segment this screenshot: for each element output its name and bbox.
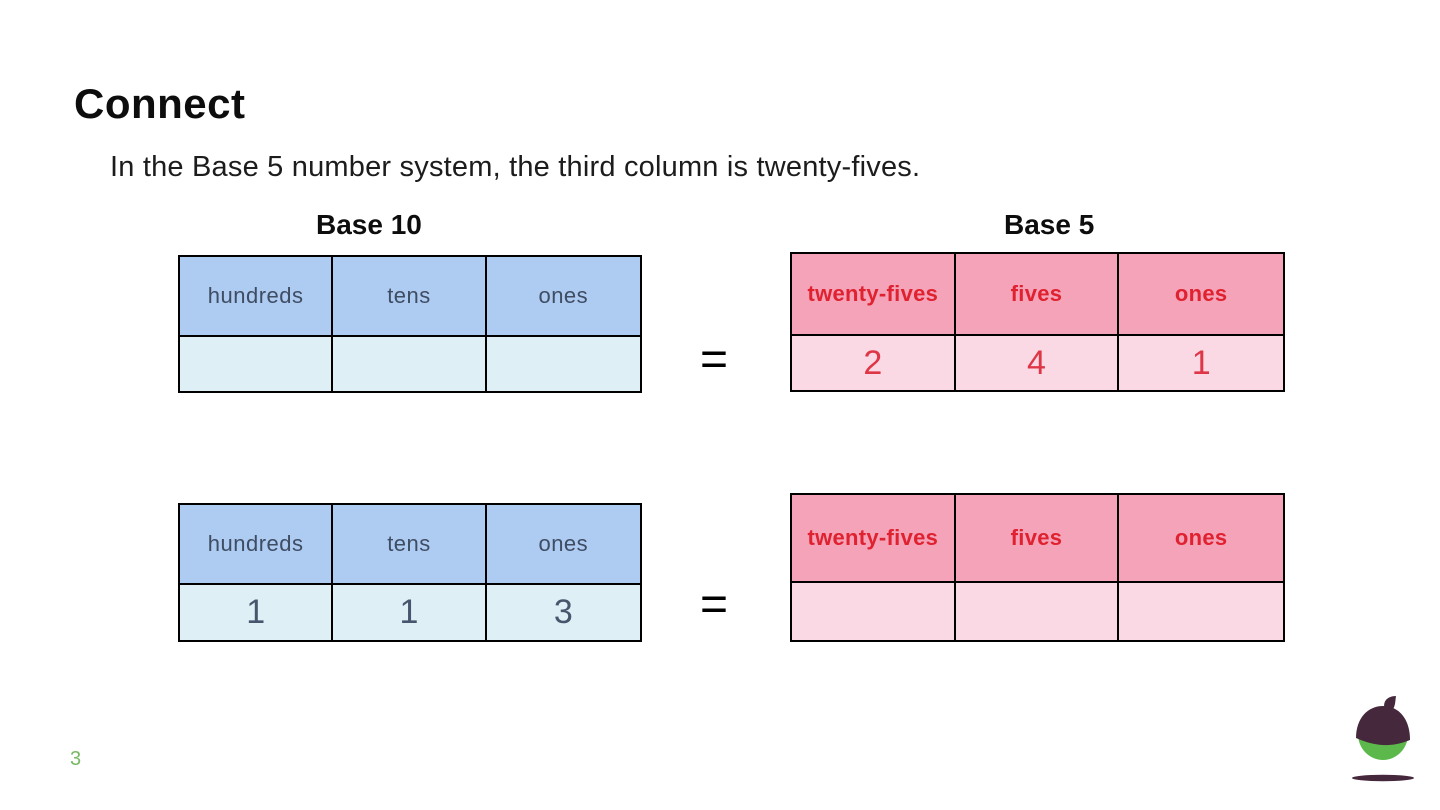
base10-bottom-table: hundreds tens ones 1 1 3 [178,503,642,642]
base5-top-value-twentyfives: 2 [792,336,956,390]
base10-bottom-value-ones: 3 [486,585,640,640]
base5-top-header-fives: fives [955,254,1120,336]
base10-top-value-hundreds [180,337,334,391]
base10-top-value-ones [486,337,640,391]
page-number: 3 [70,748,82,770]
base10-bottom-header-hundreds: hundreds [180,505,334,585]
base5-top-header-ones: ones [1119,254,1283,336]
base10-bottom-header-tens: tens [333,505,487,585]
base10-top-table: hundreds tens ones [178,255,642,393]
equals-sign-bottom: = [700,578,729,631]
base5-bottom-value-ones [1119,583,1283,640]
oak-acorn-logo-icon [1350,696,1416,784]
base10-top-header-hundreds: hundreds [180,257,334,337]
equals-sign-top: = [700,333,729,386]
base5-top-header-twentyfives: twenty-fives [792,254,956,336]
base5-bottom-header-ones: ones [1119,495,1283,583]
page-title: Connect [74,80,246,127]
base5-bottom-header-fives: fives [955,495,1120,583]
base10-section-label: Base 10 [316,209,422,240]
base10-bottom-value-hundreds: 1 [180,585,334,640]
base5-bottom-value-twentyfives [792,583,956,640]
base5-section-label: Base 5 [1004,209,1095,240]
base5-bottom-table: twenty-fives fives ones [790,493,1285,642]
subtitle: In the Base 5 number system, the third c… [110,151,921,183]
base5-top-value-fives: 4 [955,336,1120,390]
base5-bottom-header-twentyfives: twenty-fives [792,495,956,583]
base5-top-value-ones: 1 [1119,336,1283,390]
base5-top-table: twenty-fives fives ones 2 4 1 [790,252,1285,392]
base10-top-header-tens: tens [333,257,487,337]
base10-bottom-header-ones: ones [486,505,640,585]
base5-bottom-value-fives [955,583,1120,640]
base10-top-header-ones: ones [486,257,640,337]
base10-bottom-value-tens: 1 [333,585,487,640]
base10-top-value-tens [333,337,487,391]
